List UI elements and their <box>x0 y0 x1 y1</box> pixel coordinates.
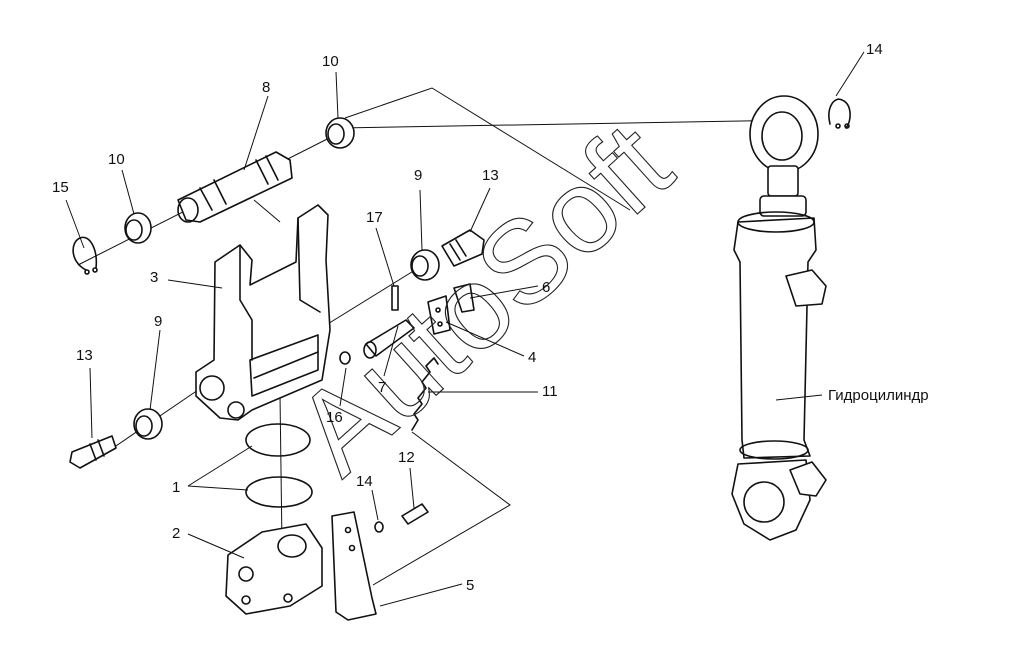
latch-pin <box>339 319 415 365</box>
cylinder-label: Гидроцилиндр <box>828 387 929 404</box>
callout-14-left: 15 <box>52 179 69 196</box>
plate <box>331 511 377 621</box>
callout-4: 4 <box>528 349 536 366</box>
housing <box>225 523 323 615</box>
bolt-lower <box>69 435 117 469</box>
callout-9-upper: 9 <box>414 167 422 184</box>
bolt-upper <box>441 229 485 267</box>
latch-plate <box>427 283 475 335</box>
callout-16: 16 <box>326 409 343 426</box>
callout-13-lower: 13 <box>76 347 93 364</box>
callout-labels: 15 10 8 10 14 3 9 13 9 13 17 6 4 7 11 16… <box>52 41 929 594</box>
bracket <box>195 204 331 421</box>
callout-12: 12 <box>398 449 415 466</box>
callout-10-left: 10 <box>108 151 125 168</box>
callout-15: 14 <box>356 473 373 490</box>
snap-ring-right <box>828 98 851 129</box>
spacer-lower <box>133 408 163 440</box>
bushing-right <box>325 117 355 149</box>
spring <box>411 357 439 431</box>
callout-13-upper: 13 <box>482 167 499 184</box>
pin-shaft <box>177 151 293 223</box>
snap-rings <box>245 423 313 508</box>
callout-14-right: 14 <box>866 41 883 58</box>
callout-2: 2 <box>172 525 180 542</box>
callout-7: 7 <box>378 379 386 396</box>
bolt-small <box>374 503 429 533</box>
callout-8: 8 <box>262 79 270 96</box>
callout-9-lower: 9 <box>154 313 162 330</box>
spring-pin <box>391 285 399 311</box>
hydraulic-cylinder <box>731 95 827 541</box>
callout-10-right: 10 <box>322 53 339 70</box>
callout-17: 17 <box>366 209 383 226</box>
callout-6: 6 <box>542 279 550 296</box>
callout-1: 1 <box>172 479 180 496</box>
callout-3: 3 <box>150 269 158 286</box>
leader-lines <box>65 51 865 607</box>
bushing-left <box>124 212 152 244</box>
snap-ring-left <box>72 236 98 275</box>
spacer-upper <box>410 249 440 281</box>
callout-11: 11 <box>542 383 558 400</box>
callout-5: 5 <box>466 577 474 594</box>
watermark: AutoSoft <box>271 98 696 499</box>
